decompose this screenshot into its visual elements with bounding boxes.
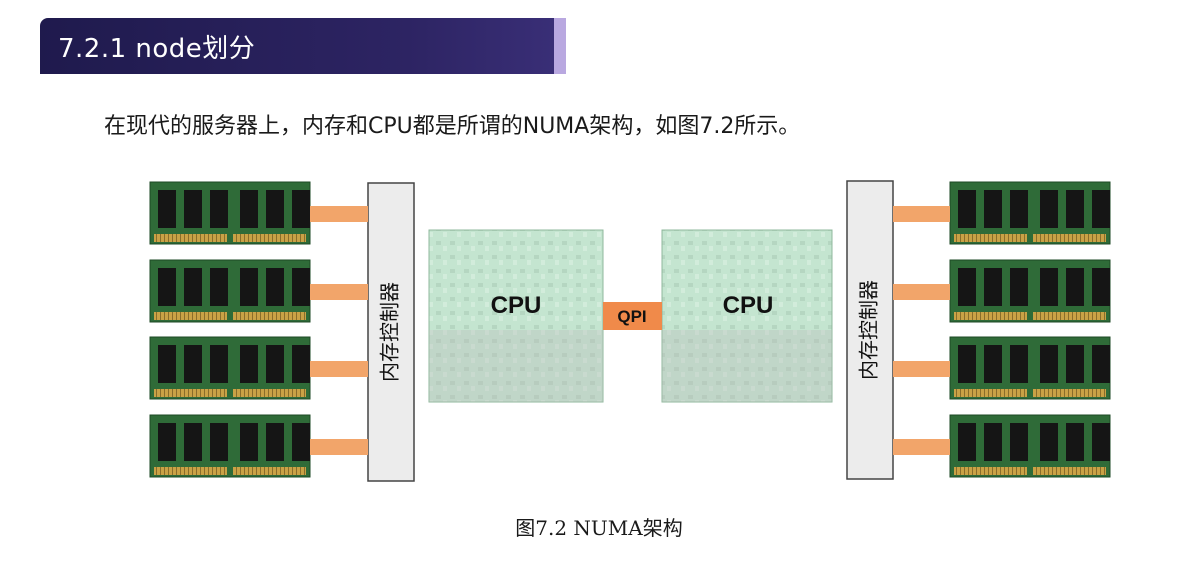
- memory-module: [149, 181, 311, 245]
- figure-caption: 图7.2 NUMA架构: [515, 516, 683, 540]
- right-memory-modules: [893, 181, 1111, 478]
- left-memory-modules: [149, 181, 368, 478]
- left-cpu: CPU: [428, 229, 604, 403]
- section-header-accent: [554, 18, 566, 74]
- left-controller-label: 内存控制器: [378, 282, 402, 382]
- memory-bus-connector: [310, 206, 368, 222]
- qpi-link: QPI: [603, 302, 662, 330]
- memory-bus-connector: [310, 439, 368, 455]
- memory-bus-connector: [310, 361, 368, 377]
- section-header-bar: [40, 18, 566, 74]
- memory-bus-connector: [893, 439, 950, 455]
- right-memory-controller: 内存控制器: [846, 180, 894, 480]
- left-memory-controller: 内存控制器: [367, 182, 415, 482]
- right-cpu-label: CPU: [723, 292, 774, 319]
- left-cpu-label: CPU: [491, 292, 542, 319]
- section-title: 7.2.1 node划分: [58, 34, 256, 64]
- intro-paragraph: 在现代的服务器上，内存和CPU都是所谓的NUMA架构，如图7.2所示。: [104, 114, 801, 139]
- memory-bus-connector: [893, 284, 950, 300]
- memory-module: [949, 414, 1111, 478]
- memory-bus-connector: [893, 361, 950, 377]
- right-cpu: CPU: [661, 229, 833, 403]
- memory-module: [949, 259, 1111, 323]
- memory-bus-connector: [310, 284, 368, 300]
- memory-module: [949, 336, 1111, 400]
- memory-module: [149, 336, 311, 400]
- memory-module: [149, 259, 311, 323]
- memory-bus-connector: [893, 206, 950, 222]
- qpi-label: QPI: [617, 307, 646, 326]
- right-controller-label: 内存控制器: [857, 280, 881, 380]
- memory-module: [149, 414, 311, 478]
- memory-module: [949, 181, 1111, 245]
